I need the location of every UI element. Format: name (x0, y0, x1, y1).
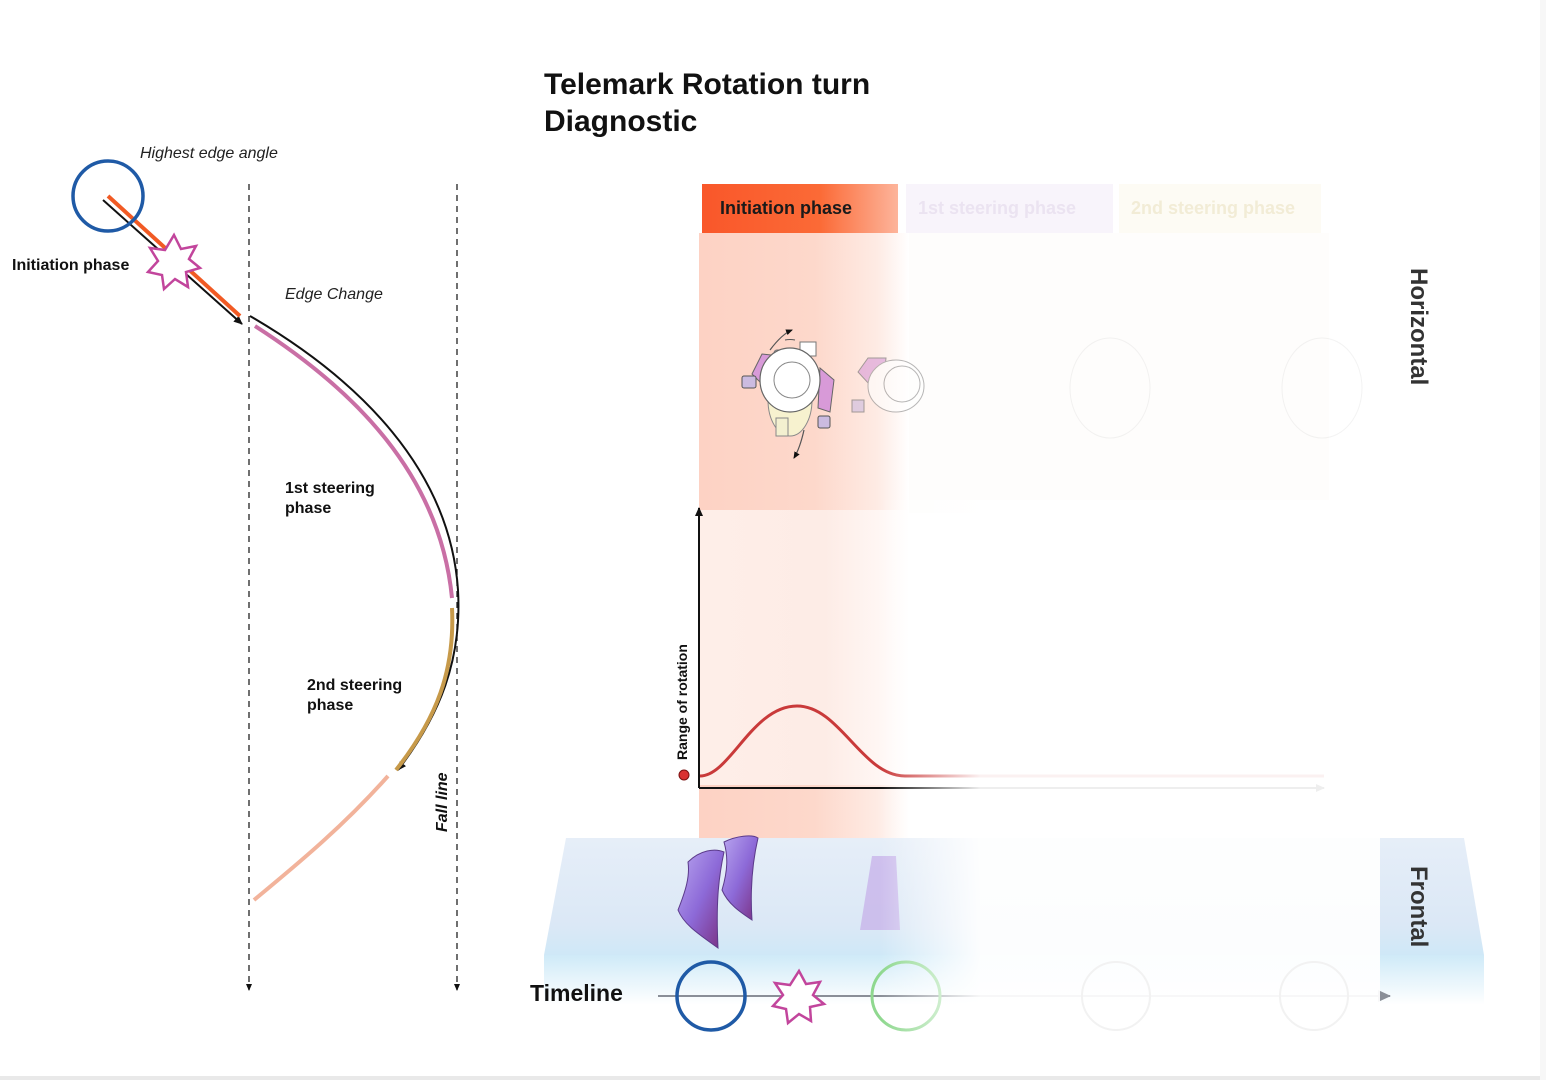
edge-change-label: Edge Change (285, 286, 383, 303)
timeline-faded-marker-1 (1081, 961, 1151, 1031)
tab-initiation-phase[interactable]: Initiation phase (702, 184, 898, 233)
timeline-label: Timeline (530, 980, 623, 1006)
horizontal-view-text: Horizontal (1405, 268, 1432, 386)
circle-marker-icon (71, 159, 145, 233)
turn-path-diagram (71, 159, 460, 991)
first-steering-label-line-1: 1st steering (285, 480, 375, 497)
timeline-circle-marker-icon (675, 960, 747, 1032)
right-border (1540, 0, 1546, 1080)
frontal-view-text: Frontal (1405, 866, 1432, 948)
initiation-graph-panel (699, 510, 909, 785)
timeline-star-marker-icon (770, 968, 827, 1026)
first-steering-label: 1st steering phase (285, 479, 375, 519)
first-steering-label-line-2: phase (285, 500, 332, 517)
star-marker-icon (145, 232, 203, 292)
tab-second-steering-phase[interactable]: 2nd steering phase (1119, 184, 1321, 233)
highest-edge-angle-label: Highest edge angle (140, 145, 278, 162)
frontal-view-label: Frontal (1392, 866, 1432, 966)
faded-phase-panel (909, 233, 1329, 513)
page-title: Telemark Rotation turn Diagnostic (544, 66, 870, 140)
second-steering-path (394, 607, 455, 772)
bottom-border (0, 1076, 1546, 1080)
first-steering-path (253, 324, 454, 599)
initiation-phase-label: Initiation phase (12, 257, 130, 274)
skier-top-view-icon-2 (851, 357, 925, 413)
faded-phases-overlay (880, 500, 1380, 1040)
skier-top-view-faded-4 (1281, 337, 1363, 439)
leg-shape-icon (677, 849, 725, 950)
leg-shape-icon-2 (721, 835, 759, 921)
second-steering-label-line-1: 2nd steering (307, 677, 403, 694)
timeline-faded-marker-2 (1279, 961, 1349, 1031)
skier-top-view-icon (741, 329, 835, 459)
y-axis-label-text: Range of rotation (674, 644, 690, 760)
title-line-2: Diagnostic (544, 105, 698, 138)
fall-line-text: Fall line (434, 772, 451, 832)
skier-top-view-faded-3 (1069, 337, 1151, 439)
second-steering-label: 2nd steering phase (307, 676, 402, 716)
y-axis-label: Range of rotation (668, 644, 698, 900)
range-origin-dot (678, 769, 690, 781)
transition-path (252, 774, 390, 902)
rotation-curve (699, 704, 1324, 778)
rotation-arrow-icon-2 (793, 429, 805, 459)
rotation-arrow-icon (769, 329, 793, 351)
horizontal-view-label: Horizontal (1392, 268, 1432, 398)
title-line-1: Telemark Rotation turn (544, 68, 871, 101)
tab-first-steering-phase[interactable]: 1st steering phase (906, 184, 1113, 233)
second-steering-label-line-2: phase (307, 697, 354, 714)
